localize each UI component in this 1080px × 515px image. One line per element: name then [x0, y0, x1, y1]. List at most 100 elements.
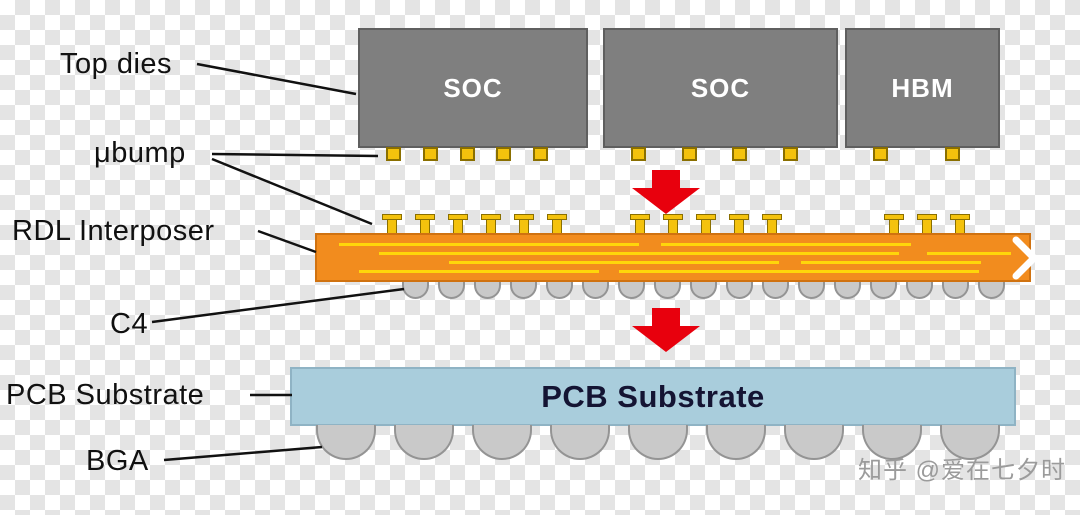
chip-hbm-label: HBM — [891, 72, 954, 103]
bga-ball-icon — [628, 425, 688, 460]
label-top-dies: Top dies — [60, 48, 173, 80]
rdl-connector-line — [257, 229, 317, 254]
label-c4: C4 — [110, 308, 149, 340]
down-arrow-icon — [632, 308, 700, 352]
micro-bump-stem — [552, 220, 562, 234]
micro-bump-icon — [884, 214, 904, 234]
micro-bump-icon — [917, 214, 937, 234]
micro-bump-icon — [415, 214, 435, 234]
micro-bump-icon — [630, 214, 650, 234]
label-bga: BGA — [86, 445, 149, 477]
micro-bump-stem — [420, 220, 430, 234]
micro-bump-cap — [950, 214, 970, 220]
micro-bump-icon — [663, 214, 683, 234]
watermark: 知乎 @爱在七夕时 — [857, 457, 1066, 484]
c4-bump-icon — [510, 282, 537, 299]
micro-bump-icon — [873, 147, 888, 161]
micro-bump-icon — [547, 214, 567, 234]
micro-bump-stem — [922, 220, 932, 234]
chip-soc-1-label: SOC — [443, 72, 503, 103]
micro-bump-icon — [496, 147, 512, 161]
micro-bump-stem — [955, 220, 965, 234]
rdl-trace — [661, 243, 911, 246]
c4-bump-icon — [654, 282, 681, 299]
micro-bump-stem — [767, 220, 777, 234]
c4-bump-icon — [906, 282, 933, 299]
micro-bump-stem — [486, 220, 496, 234]
rdl-trace — [619, 270, 979, 273]
bga-ball-icon — [706, 425, 766, 460]
micro-bump-cap — [481, 214, 501, 220]
bga-ball-icon — [316, 425, 376, 460]
pcb-substrate: PCB Substrate — [290, 367, 1016, 426]
c4-bump-icon — [546, 282, 573, 299]
micro-bump-icon — [533, 147, 548, 161]
micro-bump-cap — [884, 214, 904, 220]
chip-soc-1: SOC — [358, 28, 588, 161]
micro-bump-cap — [514, 214, 534, 220]
micro-bump-cap — [663, 214, 683, 220]
micro-bump-stem — [453, 220, 463, 234]
rdl-trace — [449, 261, 779, 264]
micro-bump-stem — [668, 220, 678, 234]
micro-bump-stem — [635, 220, 645, 234]
label-rdl-interposer: RDL Interposer — [12, 215, 215, 247]
micro-bump-stem — [387, 220, 397, 234]
label-pcb-substrate: PCB Substrate — [6, 379, 205, 411]
c4-bump-icon — [582, 282, 609, 299]
chip-hbm-bump-row — [873, 147, 960, 161]
micro-bump-icon — [459, 147, 475, 161]
micro-bump-cap — [630, 214, 650, 220]
bga-ball-icon — [550, 425, 610, 460]
top-dies-connector-line — [196, 62, 357, 96]
c4-bump-icon — [870, 282, 897, 299]
micro-bump-cap — [415, 214, 435, 220]
micro-bump-icon — [782, 147, 798, 161]
micro-bump-cap — [729, 214, 749, 220]
micro-bump-stem — [701, 220, 711, 234]
micro-bump-icon — [696, 214, 716, 234]
c4-bump-icon — [942, 282, 969, 299]
ubump-lower-connector-line — [211, 157, 373, 226]
micro-bump-cap — [448, 214, 468, 220]
micro-bump-icon — [950, 214, 970, 234]
bga-ball-icon — [784, 425, 844, 460]
micro-bump-cap — [917, 214, 937, 220]
chip-soc-2-label: SOC — [690, 72, 751, 103]
c4-bump-icon — [618, 282, 645, 299]
micro-bump-icon — [382, 214, 402, 234]
c4-connector-line — [151, 287, 405, 324]
rdl-trace — [379, 252, 899, 255]
micro-bump-icon — [631, 147, 646, 161]
chip-hbm: HBM — [845, 28, 1000, 161]
micro-bump-icon — [481, 214, 501, 234]
rdl-trace — [339, 243, 639, 246]
micro-bump-icon — [681, 147, 697, 161]
bga-connector-line — [163, 445, 323, 462]
c4-bump-icon — [402, 282, 429, 299]
micro-bump-cap — [762, 214, 782, 220]
bga-ball-icon — [472, 425, 532, 460]
c4-bump-icon — [834, 282, 861, 299]
pcb-substrate-label: PCB Substrate — [541, 378, 765, 414]
micro-bump-cap — [696, 214, 716, 220]
micro-bump-cap — [382, 214, 402, 220]
micro-bump-stem — [889, 220, 899, 234]
micro-bump-icon — [762, 214, 782, 234]
rdl-trace — [927, 252, 1011, 255]
micro-bump-stem — [519, 220, 529, 234]
down-arrow-icon — [632, 170, 700, 214]
micro-bump-icon — [386, 147, 401, 161]
micro-bump-stem — [734, 220, 744, 234]
micro-bump-icon — [514, 214, 534, 234]
micro-bump-icon — [448, 214, 468, 234]
chip-soc-2: SOC — [603, 28, 838, 161]
micro-bump-icon — [422, 147, 438, 161]
micro-bump-cap — [547, 214, 567, 220]
micro-bump-icon — [732, 147, 748, 161]
bga-ball-icon — [394, 425, 454, 460]
rdl-interposer — [315, 233, 1031, 282]
micro-bump-icon — [945, 147, 960, 161]
chip-soc-2-bump-row — [631, 147, 798, 161]
